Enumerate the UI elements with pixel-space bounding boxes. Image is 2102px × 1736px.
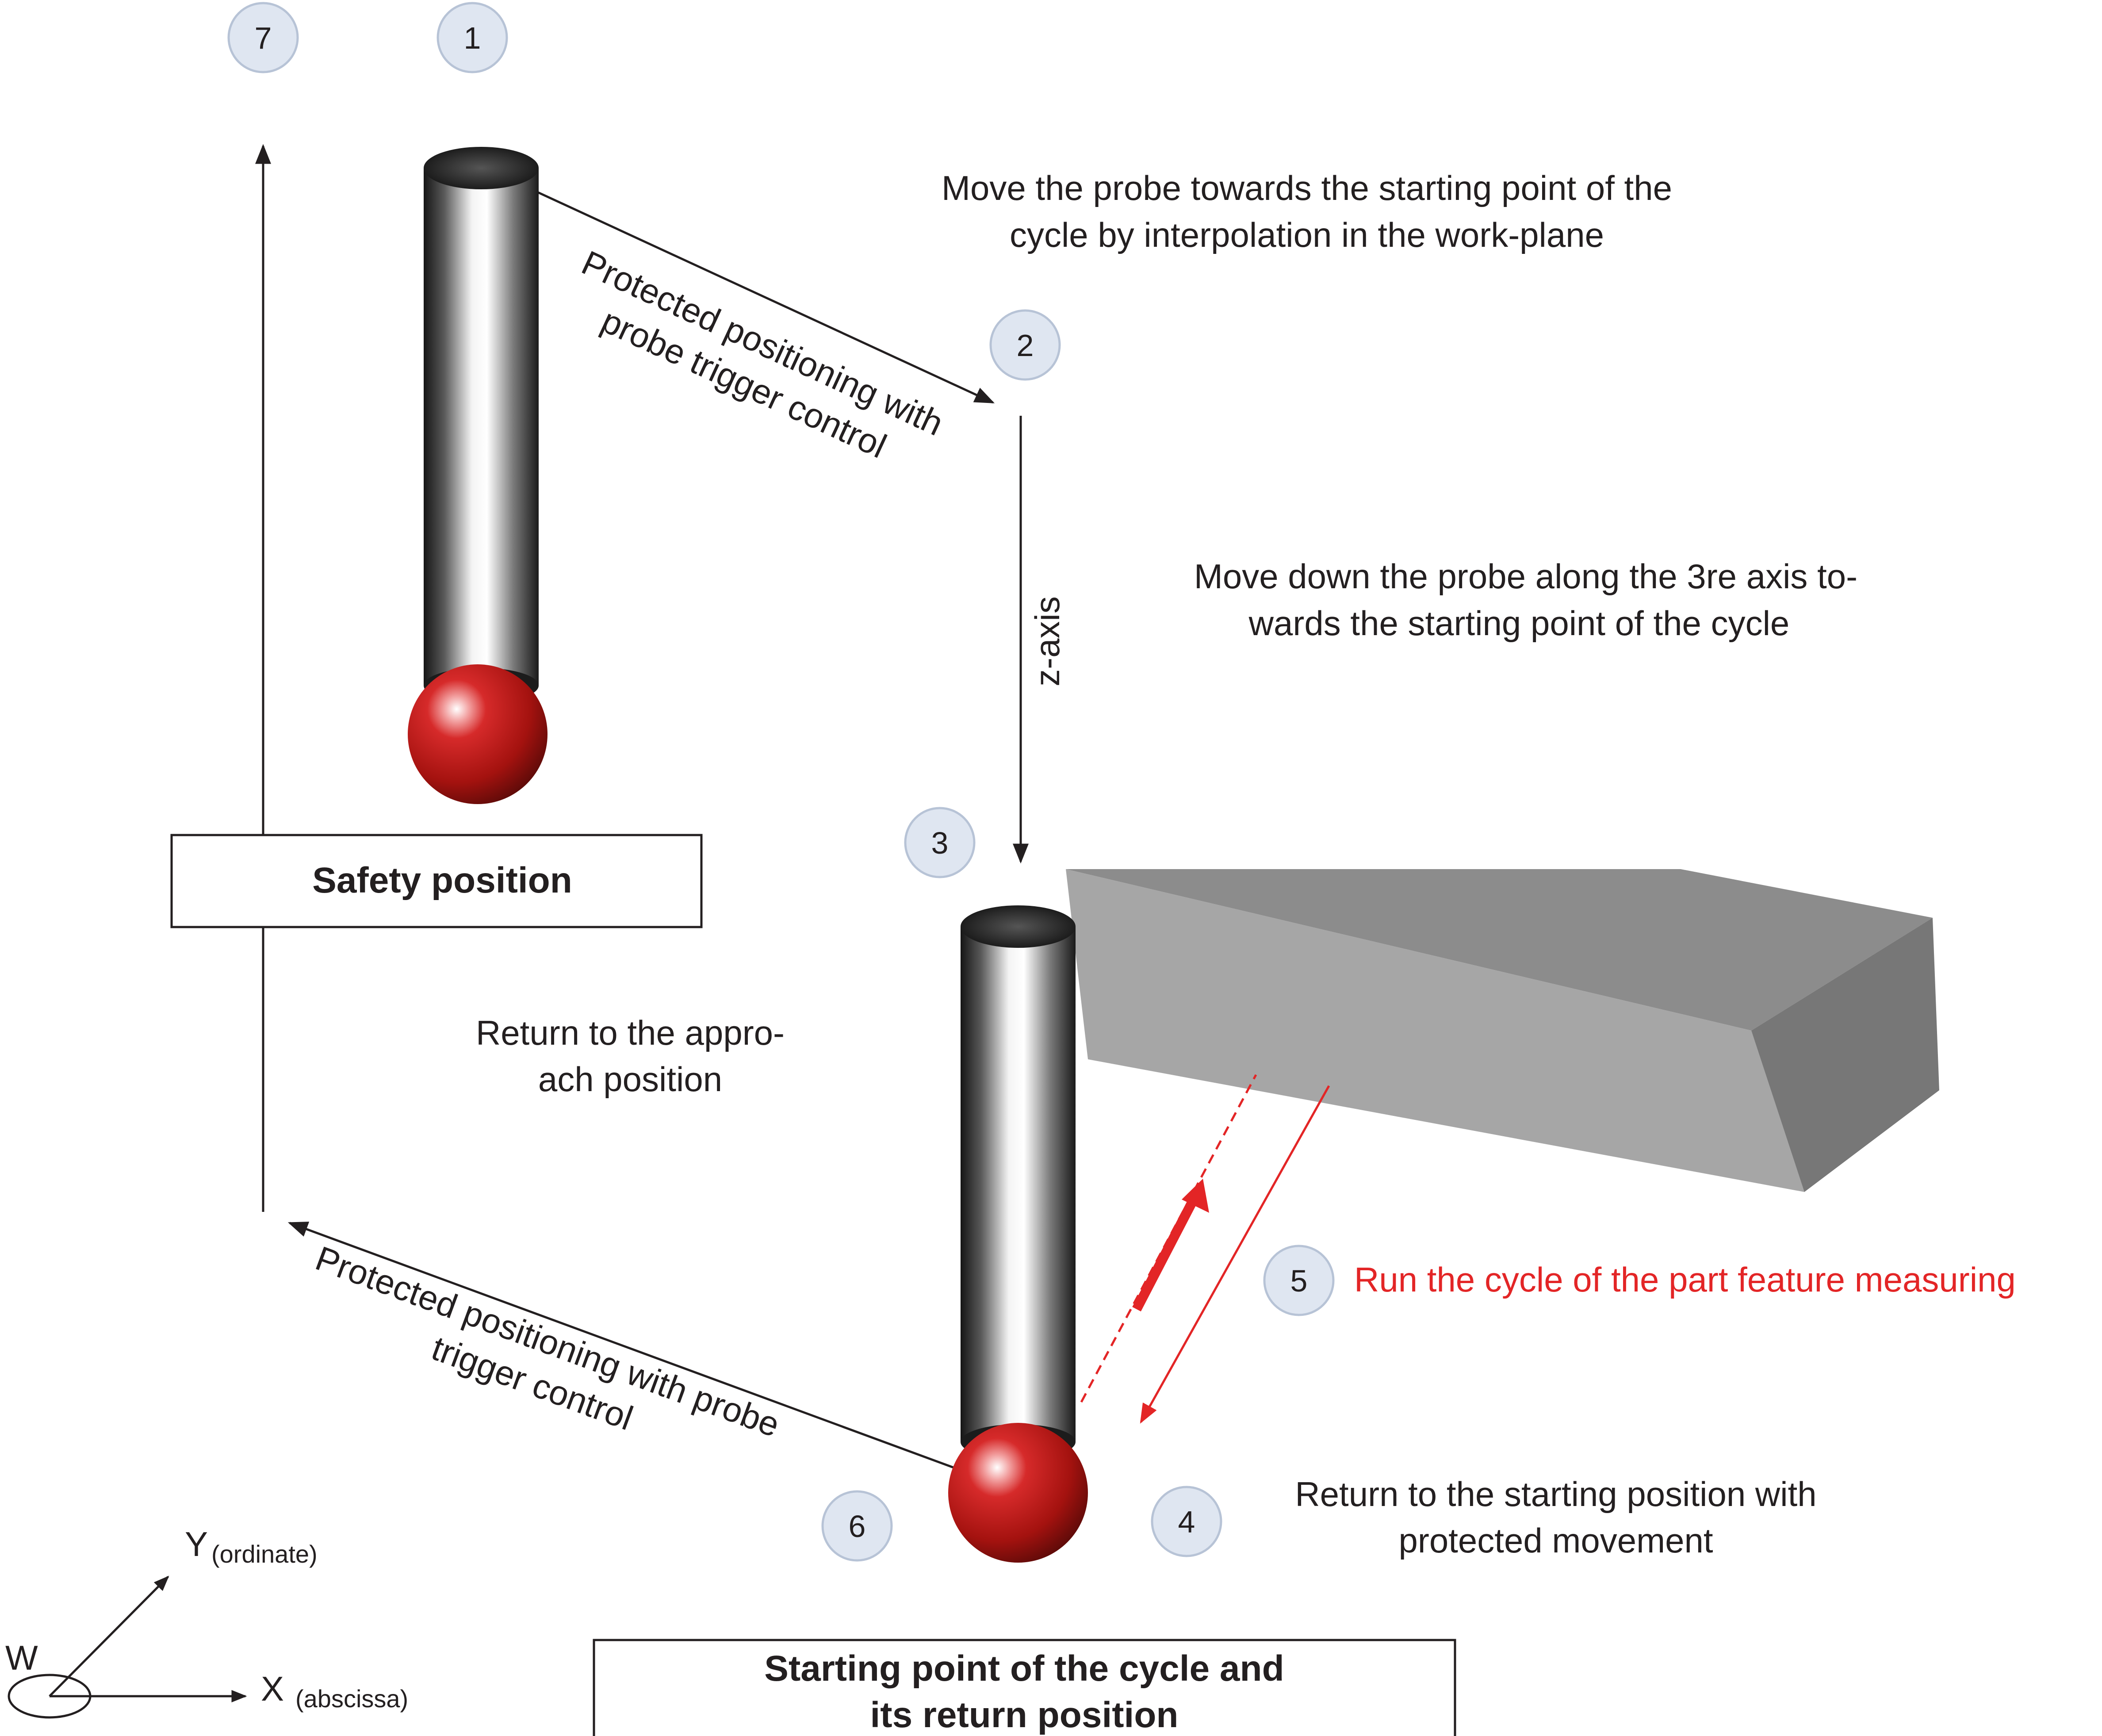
- probe-stylus-icon: [948, 905, 1088, 1563]
- step2-description-line1: Move the probe towards the starting poin…: [942, 169, 1672, 207]
- protected-positioning-label-bottom: Protected positioning with probe trigger…: [310, 1238, 785, 1445]
- step2-description-line2: cycle by interpolation in the work-plane: [1010, 215, 1604, 254]
- x-axis-sublabel: (abscissa): [295, 1685, 408, 1713]
- return-start-line2: protected movement: [1398, 1521, 1713, 1560]
- return-approach-line1: Return to the appro-: [476, 1013, 785, 1052]
- step-marker-4: 4: [1151, 1486, 1222, 1557]
- step-marker-2: 2: [989, 309, 1061, 381]
- origin-label: W: [5, 1638, 38, 1677]
- svg-text:2: 2: [1017, 328, 1034, 363]
- y-axis-label: Y: [185, 1525, 208, 1564]
- starting-point-box: Starting point of the cycle and its retu…: [593, 1639, 1456, 1736]
- svg-text:3: 3: [931, 826, 949, 860]
- step3-description-line1: Move down the probe along the 3re axis t…: [1194, 557, 1857, 596]
- safety-position-box: Safety position: [170, 834, 703, 928]
- starting-point-line1: Starting point of the cycle and: [764, 1648, 1284, 1689]
- move-to-start-arrow: [499, 173, 995, 404]
- y-axis-sublabel: (ordinate): [211, 1540, 318, 1568]
- step-marker-6: 6: [821, 1490, 893, 1562]
- run-cycle-label: Run the cycle of the part feature measur…: [1354, 1260, 2016, 1299]
- starting-point-line2: its return position: [870, 1695, 1179, 1735]
- return-start-line1: Return to the starting position with: [1295, 1475, 1816, 1514]
- svg-text:4: 4: [1178, 1505, 1195, 1539]
- probe-stylus-icon: [408, 147, 548, 804]
- workpiece: [1066, 869, 1939, 1192]
- step-marker-1: 1: [436, 2, 508, 73]
- svg-text:1: 1: [464, 21, 481, 55]
- step-marker-3: 3: [904, 807, 976, 878]
- svg-text:5: 5: [1290, 1264, 1308, 1298]
- measuring-cycle-lines: [1080, 1074, 1330, 1424]
- safety-position-label: Safety position: [312, 860, 572, 901]
- step-marker-5: 5: [1263, 1245, 1335, 1316]
- return-approach-arrow: [287, 1222, 962, 1472]
- svg-text:Protected positioning with pro: Protected positioning with probe: [310, 1238, 785, 1445]
- z-axis-label: z-axis: [1028, 596, 1067, 686]
- step-marker-7: 7: [227, 2, 299, 73]
- return-approach-line2: ach position: [538, 1060, 722, 1099]
- step3-description-line2: wards the starting point of the cycle: [1248, 604, 1790, 643]
- x-axis-label: X: [261, 1669, 284, 1708]
- coordinate-system: W Y (ordinate) X (abscissa): [5, 1525, 408, 1719]
- protected-positioning-label-top: Protected positioning with probe trigger…: [576, 243, 949, 465]
- svg-text:7: 7: [255, 21, 272, 55]
- svg-text:6: 6: [849, 1509, 866, 1544]
